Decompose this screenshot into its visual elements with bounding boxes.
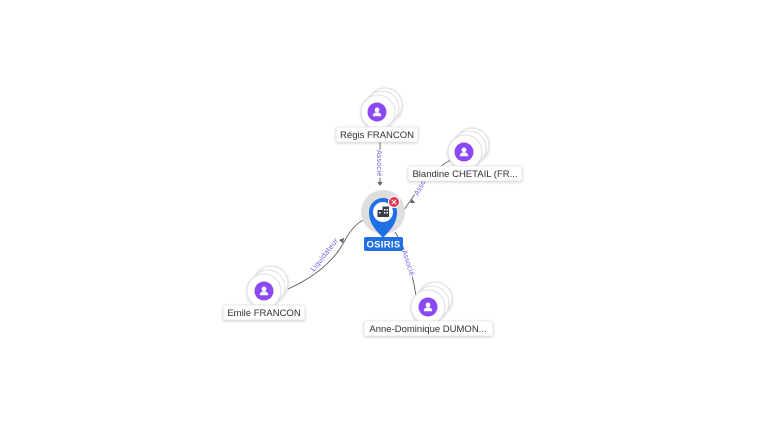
label-blandine[interactable]: Blandine CHETAIL (FR... [407, 165, 523, 182]
node-label-anne: Anne-Dominique DUMON... [369, 324, 486, 335]
arrow-head-icon [377, 182, 383, 186]
node-label-emile: Emile FRANCON [227, 308, 301, 319]
arrow-head-icon [339, 238, 344, 243]
node-label-regis: Régis FRANCON [340, 130, 414, 141]
label-emile[interactable]: Emile FRANCON [222, 304, 306, 321]
label-regis[interactable]: Régis FRANCON [335, 126, 419, 143]
person-node-blandine[interactable] [447, 127, 490, 170]
company-label-text: OSIRIS [366, 240, 400, 251]
edge-label-anne: Associé [400, 249, 416, 277]
edge-regis[interactable]: Associé [374, 142, 385, 186]
edge-label-regis: Associé [375, 150, 383, 176]
label-anne[interactable]: Anne-Dominique DUMON... [363, 320, 494, 337]
building-icon [377, 206, 389, 217]
person-node-anne[interactable] [410, 281, 453, 325]
person-node-regis[interactable] [360, 87, 403, 130]
close-icon[interactable] [388, 196, 400, 208]
company-label[interactable]: OSIRIS [364, 237, 403, 251]
arrow-head-icon [410, 199, 415, 203]
node-label-blandine: Blandine CHETAIL (FR... [412, 169, 517, 180]
company-node-osiris[interactable] [361, 190, 405, 238]
person-node-emile[interactable] [246, 265, 289, 309]
edge-emile[interactable]: Liquidateur [287, 217, 369, 290]
